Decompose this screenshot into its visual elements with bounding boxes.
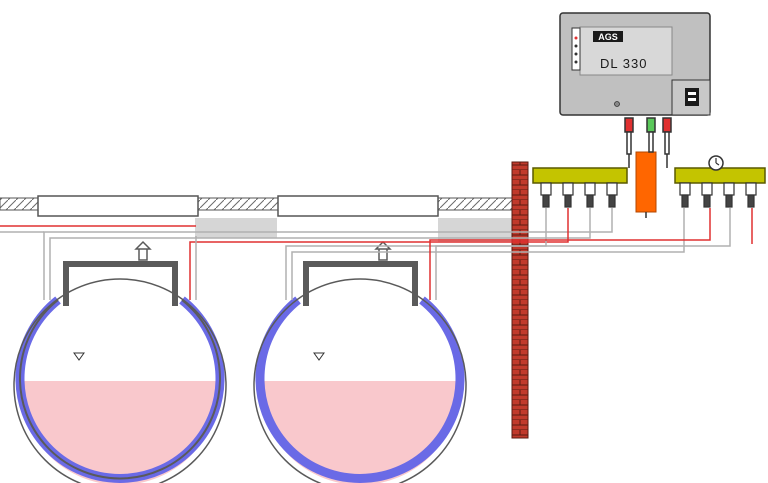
tank-dome	[303, 261, 418, 306]
leak-detector-device[interactable]: AGS DL 330	[559, 12, 711, 116]
valve-group	[540, 182, 618, 208]
manifold-left	[532, 167, 628, 208]
manifold-right	[674, 155, 766, 208]
sensor-tube	[635, 151, 657, 218]
pressure-gauge-icon	[708, 155, 724, 171]
vent-cap-icon	[374, 240, 392, 261]
ground-surface	[0, 195, 521, 242]
monitoring-lines	[0, 208, 753, 300]
control-panel	[571, 27, 581, 71]
brand-logo-text: AGS	[598, 32, 618, 42]
brick-wall	[511, 161, 529, 439]
device-connections	[624, 117, 672, 168]
tank-1	[13, 240, 227, 483]
vent-cap-icon	[134, 240, 152, 261]
water-level-icon	[73, 352, 85, 361]
brand-logo	[593, 31, 623, 42]
tank-2	[253, 240, 467, 483]
valve-group	[679, 182, 757, 208]
water-level-icon	[313, 352, 325, 361]
device-model-label: DL 330	[600, 56, 647, 71]
display-module	[685, 88, 699, 106]
tank-double-wall	[255, 296, 465, 483]
tank-dome	[63, 261, 178, 306]
